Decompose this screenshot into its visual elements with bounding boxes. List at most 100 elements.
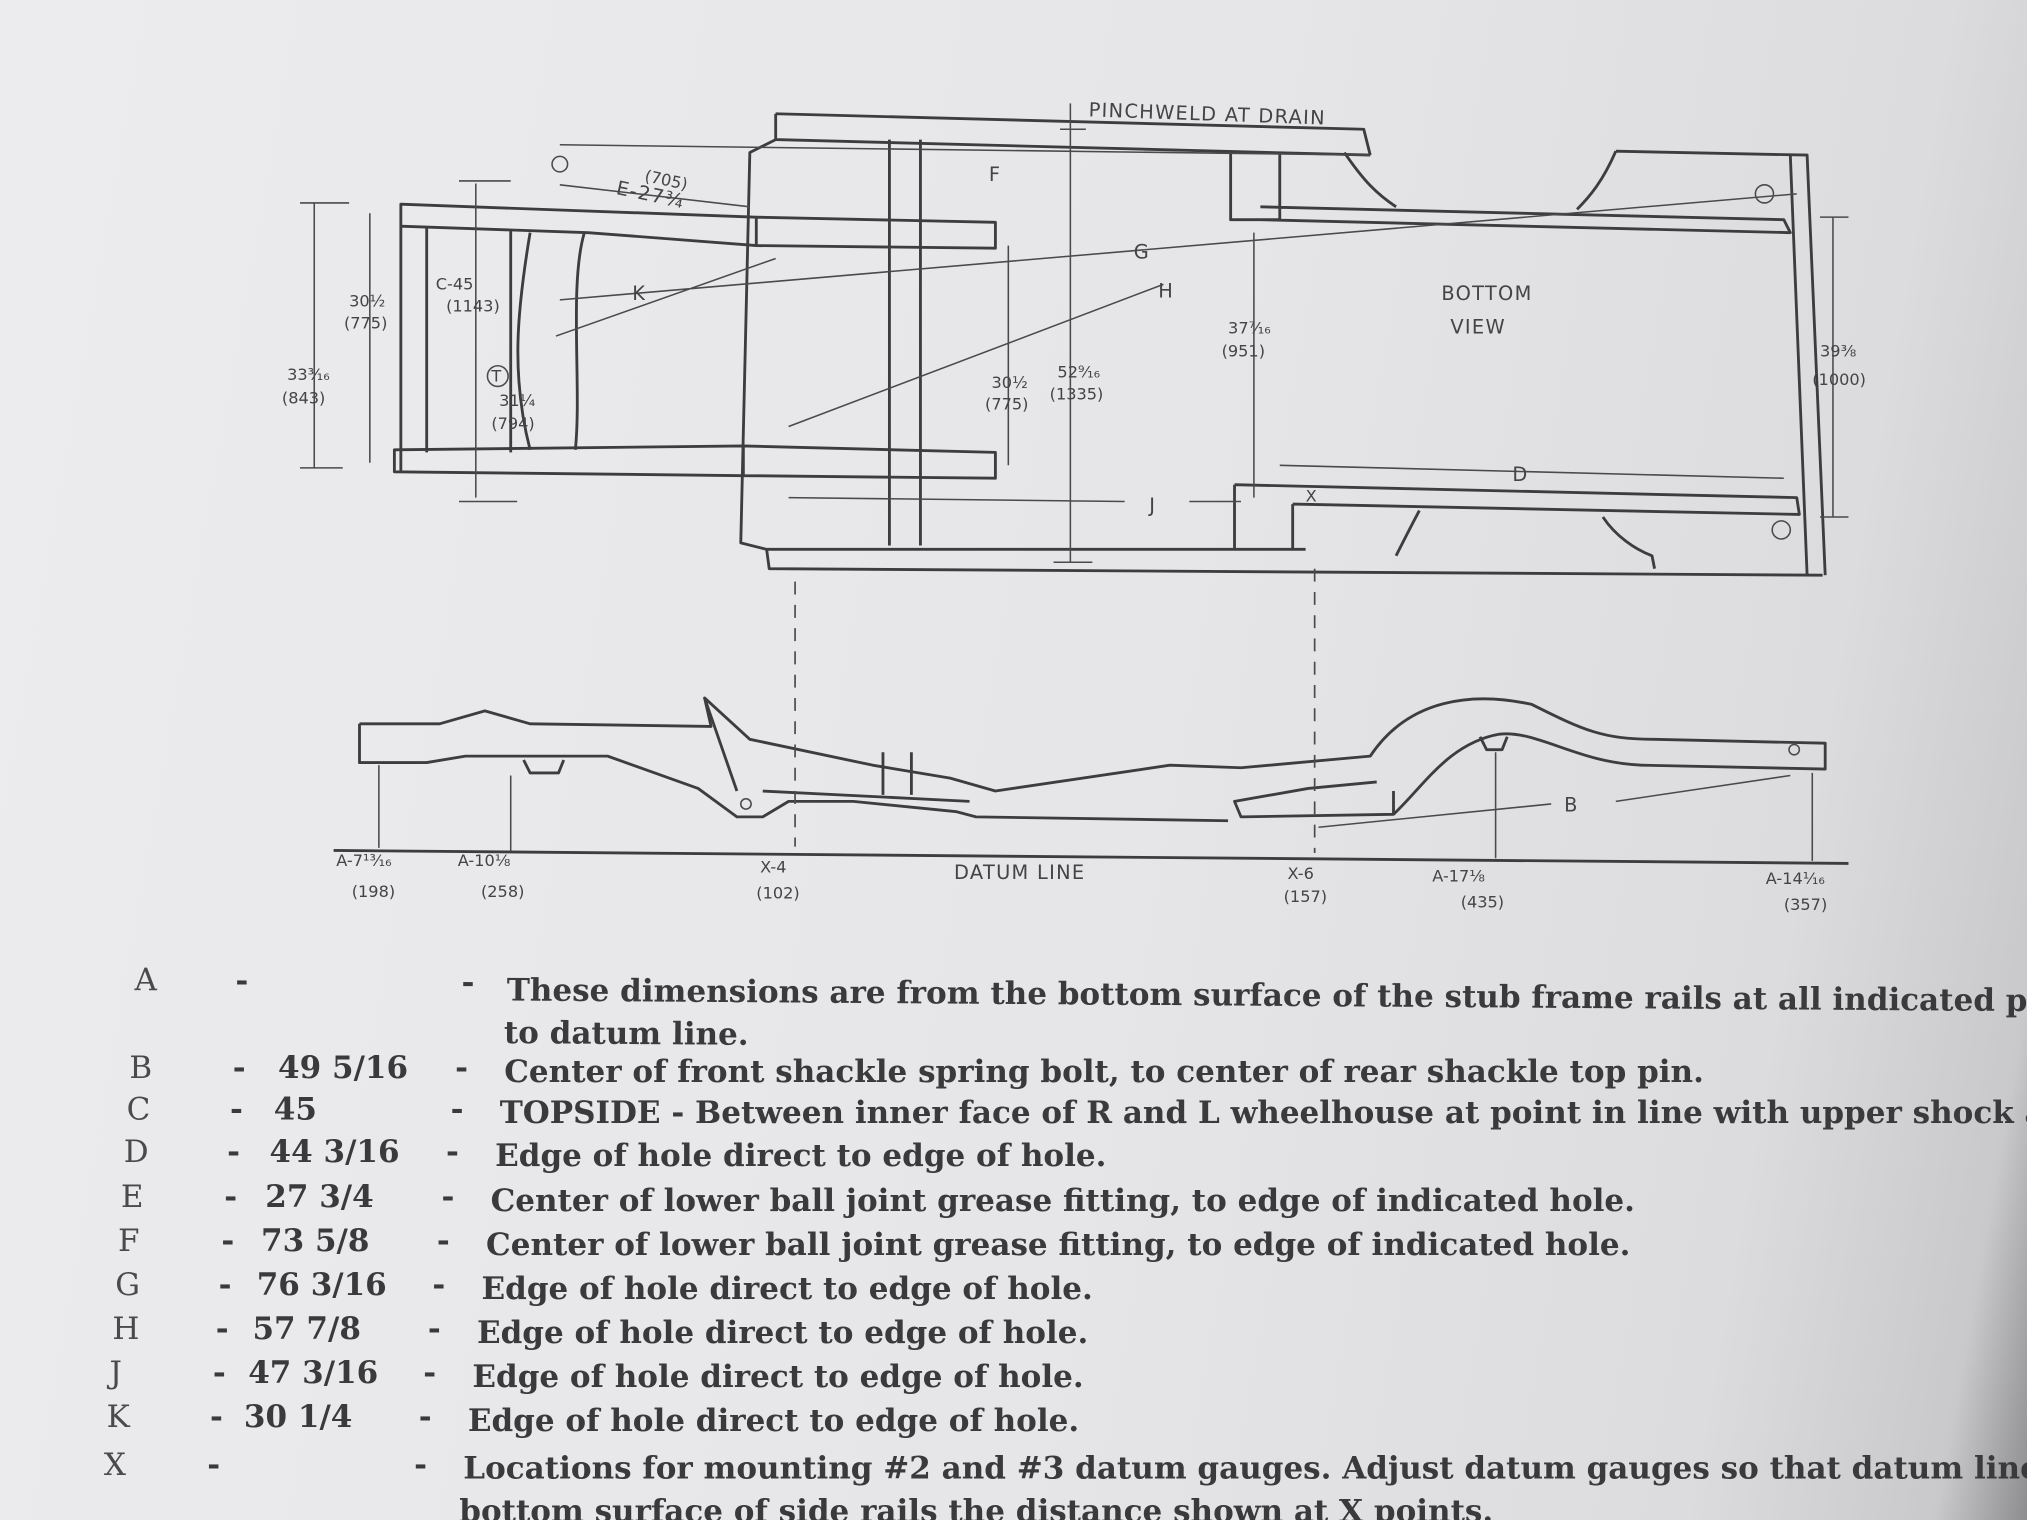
legend-dash: -: [432, 1267, 445, 1303]
dim-c-mm: (1143): [446, 296, 500, 315]
dim-f-label: F: [989, 163, 1001, 186]
legend-key: D: [124, 1134, 149, 1170]
legend-dash: -: [437, 1223, 450, 1259]
side-dim-label: A-7¹³⁄₁₆: [336, 851, 391, 870]
legend-row: D-44 3/16-Edge of hole direct to edge of…: [124, 1134, 1107, 1174]
side-dim-label: A-14¹⁄₁₆: [1766, 869, 1825, 888]
legend-dash: -: [419, 1399, 432, 1435]
legend-dash: -: [224, 1179, 237, 1215]
dim-b-label: B: [1564, 794, 1579, 817]
dim-k-label: K: [632, 282, 646, 305]
legend-value: 47 3/16: [248, 1355, 378, 1391]
side-dim-label: X-4: [760, 857, 786, 876]
bottom-view: [300, 103, 1849, 577]
legend-desc: Edge of hole direct to edge of hole.: [477, 1315, 1088, 1351]
dim-c-label: C-45: [436, 275, 474, 294]
legend-key: K: [107, 1399, 131, 1435]
side-dim-mm: (157): [1284, 887, 1327, 906]
legend-row: E-27 3/4-Center of lower ball joint grea…: [121, 1179, 1635, 1219]
dim-mm: (1000): [1812, 370, 1866, 389]
legend-value: 76 3/16: [257, 1267, 387, 1303]
legend-key: F: [118, 1223, 140, 1259]
legend-dash: -: [207, 1447, 220, 1483]
side-dim-mm: (198): [352, 882, 395, 901]
svg-text:-: -: [461, 964, 474, 1000]
legend-value: 27 3/4: [265, 1179, 373, 1215]
legend-value: 73 5/8: [261, 1223, 369, 1259]
dim-label: 39⅜: [1820, 342, 1857, 361]
datum-line-label: DATUM LINE: [954, 861, 1085, 884]
legend-row: J-47 3/16-Edge of hole direct to edge of…: [107, 1355, 1084, 1395]
dim-mm: (951): [1222, 342, 1265, 361]
side-dim-mm: (102): [756, 883, 799, 902]
legend-key: B: [129, 1050, 152, 1086]
legend-dash: -: [428, 1311, 441, 1347]
dim-d-label: D: [1512, 463, 1528, 486]
legend-value: 57 7/8: [252, 1311, 360, 1347]
legend-value: 49 5/16: [278, 1050, 408, 1086]
legend-row: B-49 5/16-Center of front shackle spring…: [129, 1050, 1703, 1090]
legend-row: K-30 1/4-Edge of hole direct to edge of …: [107, 1399, 1079, 1439]
legend-desc: Locations for mounting #2 and #3 datum g…: [463, 1451, 2027, 1487]
legend-dash: -: [230, 1091, 243, 1127]
legend-value: 30 1/4: [244, 1399, 352, 1435]
legend-dash: -: [414, 1447, 427, 1483]
dim-mm: (775): [985, 395, 1028, 414]
legend-desc: Center of front shackle spring bolt, to …: [504, 1054, 1704, 1090]
legend-key: X: [104, 1447, 126, 1483]
legend-row: A - - These dimensions are from the botto…: [133, 962, 2027, 1053]
legend-key: A: [133, 962, 157, 998]
dim-label: 30½: [349, 291, 385, 310]
legend-dash: -: [210, 1399, 223, 1435]
datum-gauge-x-label: X: [1306, 486, 1317, 505]
legend-desc: Center of lower ball joint grease fittin…: [486, 1227, 1630, 1263]
legend-row: G-76 3/16-Edge of hole direct to edge of…: [115, 1267, 1093, 1307]
dim-mm: (775): [344, 313, 387, 332]
dim-label: 30½: [992, 373, 1028, 392]
legend-dash: -: [446, 1134, 459, 1170]
side-dim-mm: (435): [1461, 892, 1504, 911]
legend-desc: Edge of hole direct to edge of hole.: [482, 1271, 1093, 1307]
dim-j-label: J: [1148, 494, 1156, 517]
legend-row: F-73 5/8-Center of lower ball joint grea…: [118, 1223, 1630, 1263]
dim-mm: (843): [282, 388, 325, 407]
side-dim-mm: (357): [1784, 895, 1827, 914]
legend-dash: -: [221, 1223, 234, 1259]
legend-row: C-45-TOPSIDE - Between inner face of R a…: [127, 1091, 2027, 1131]
legend-desc: to datum line.: [504, 1015, 749, 1053]
legend-desc: TOPSIDE - Between inner face of R and L …: [500, 1095, 2027, 1131]
dim-g-label: G: [1134, 241, 1150, 264]
side-dim-label: A-17⅛: [1432, 866, 1485, 885]
legend-dash: -: [233, 1050, 246, 1086]
legend-dash: -: [423, 1355, 436, 1391]
datum-line: [333, 849, 1849, 865]
dim-mm: (794): [491, 414, 534, 433]
side-dim-label: A-10⅛: [458, 851, 511, 870]
legend-dash: -: [219, 1267, 232, 1303]
legend-key: G: [115, 1267, 140, 1303]
legend-key: H: [112, 1311, 139, 1347]
legend-desc: These dimensions are from the bottom sur…: [507, 972, 2027, 1019]
legend-row: X--Locations for mounting #2 and #3 datu…: [104, 1447, 2027, 1520]
svg-text:-: -: [235, 963, 248, 999]
dim-h-label: H: [1158, 279, 1174, 302]
dim-mm: (1335): [1050, 384, 1104, 403]
side-dimension-labels: A-7¹³⁄₁₆ (198) A-10⅛ (258) X-4 (102) X-6…: [336, 851, 1827, 914]
legend-desc: Edge of hole direct to edge of hole.: [468, 1403, 1079, 1439]
view-label: VIEW: [1450, 315, 1506, 338]
side-dim-mm: (258): [481, 882, 524, 901]
legend-key: J: [107, 1355, 122, 1391]
legend-desc: Edge of hole direct to edge of hole.: [472, 1359, 1083, 1395]
dim-label: 31¼: [499, 391, 536, 410]
legend-desc: Center of lower ball joint grease fittin…: [491, 1183, 1635, 1219]
pinchweld-label: PINCHWELD AT DRAIN: [1088, 98, 1326, 129]
legend-row: H-57 7/8-Edge of hole direct to edge of …: [112, 1311, 1088, 1351]
dimension-legend: A - - These dimensions are from the botto…: [133, 962, 2027, 1053]
legend-dash: -: [441, 1179, 454, 1215]
dim-label: 37⁷⁄₁₆: [1228, 318, 1271, 337]
legend-desc: bottom surface of side rails the distanc…: [459, 1493, 1493, 1520]
legend-value: 44 3/16: [270, 1134, 400, 1170]
legend-dash: -: [455, 1050, 468, 1086]
